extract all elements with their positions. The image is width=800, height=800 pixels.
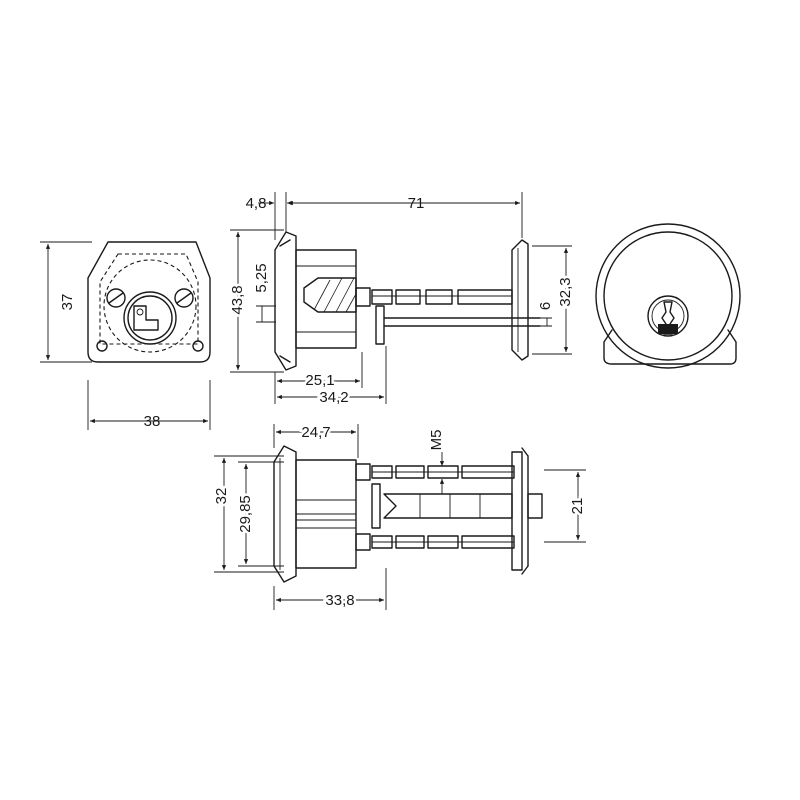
dimension-24-7-label: 24,7	[301, 424, 330, 441]
dimension-33-8: 33,8	[273, 568, 387, 612]
side-flange-lip	[279, 239, 291, 363]
side-cylinder-body	[295, 249, 357, 349]
cylinder-plug-circle	[123, 291, 177, 345]
dimension-38-label: 38	[144, 413, 161, 430]
dimension-33-8-label: 33,8	[325, 592, 354, 609]
plan-clip	[371, 483, 381, 529]
plan-rear-stub	[527, 493, 543, 519]
dimension-25-1: 25,1	[274, 352, 363, 404]
dimension-32-3: 32,3	[532, 245, 576, 355]
dimension-43-8: 43,8	[226, 229, 284, 373]
cam-shape	[133, 305, 159, 331]
dimension-5-25-label: 5,25	[253, 263, 270, 292]
dimension-4-8: 4,8	[246, 192, 303, 240]
rear-inner-circle	[603, 231, 733, 361]
plan-upper-bolt	[355, 463, 515, 481]
plan-view	[273, 445, 543, 583]
dimension-32-label: 32	[213, 488, 230, 505]
cylinder-plug-inner-circle	[127, 295, 173, 341]
plan-tailpiece	[383, 493, 513, 519]
dimension-4-8-label: 4,8	[246, 195, 267, 212]
dimension-29-85: 29,85	[234, 461, 284, 567]
side-view	[274, 231, 541, 371]
flange-outline	[87, 241, 211, 363]
side-plug-hatched	[303, 277, 357, 313]
dimension-6: 6	[530, 302, 554, 327]
dimension-5-25: 5,25	[253, 263, 276, 323]
dimension-37: 37	[40, 241, 92, 363]
side-front-flange	[274, 231, 297, 371]
rear-cam-block	[658, 324, 678, 334]
dimension-21: 21	[544, 469, 588, 543]
flange-dashed-circle	[103, 259, 197, 353]
plan-front-flange	[273, 445, 297, 583]
dimension-32-3-label: 32,3	[557, 277, 574, 306]
right-mount-hole	[192, 340, 204, 352]
dimension-m5-label: M5	[428, 430, 445, 451]
dimension-71: 71	[288, 192, 523, 238]
rear-outer-circle	[595, 223, 741, 369]
side-rear-plate	[511, 239, 529, 361]
dimension-37-label: 37	[59, 294, 76, 311]
dimension-38: 38	[87, 380, 211, 430]
cam-pin	[136, 308, 144, 316]
dimension-34-2-label: 34,2	[319, 389, 348, 406]
dimension-71-label: 71	[408, 195, 425, 212]
side-plug-hatching	[313, 277, 357, 313]
rear-view	[595, 223, 741, 369]
dimension-34-2: 34,2	[277, 346, 387, 409]
dimension-43-8-label: 43,8	[229, 285, 246, 314]
dimension-21-label: 21	[569, 498, 586, 515]
front-flange-view	[87, 241, 211, 363]
side-clip	[375, 305, 385, 345]
rear-plug-circle	[647, 295, 689, 337]
rear-bracket	[603, 329, 737, 365]
side-tailpiece-segments	[355, 287, 513, 307]
dimension-24-7: 24,7	[273, 422, 359, 458]
dimension-32: 32	[210, 455, 284, 573]
dimension-m5: M5	[428, 430, 452, 494]
dimension-25-1-label: 25,1	[305, 372, 334, 389]
right-screw-icon	[174, 288, 194, 308]
left-mount-hole	[96, 340, 108, 352]
plan-rear-plate	[511, 451, 523, 571]
dimension-6-label: 6	[537, 302, 554, 310]
dimension-29-85-label: 29,85	[237, 495, 254, 533]
plan-lower-bolt	[355, 533, 515, 551]
left-screw-icon	[106, 288, 126, 308]
